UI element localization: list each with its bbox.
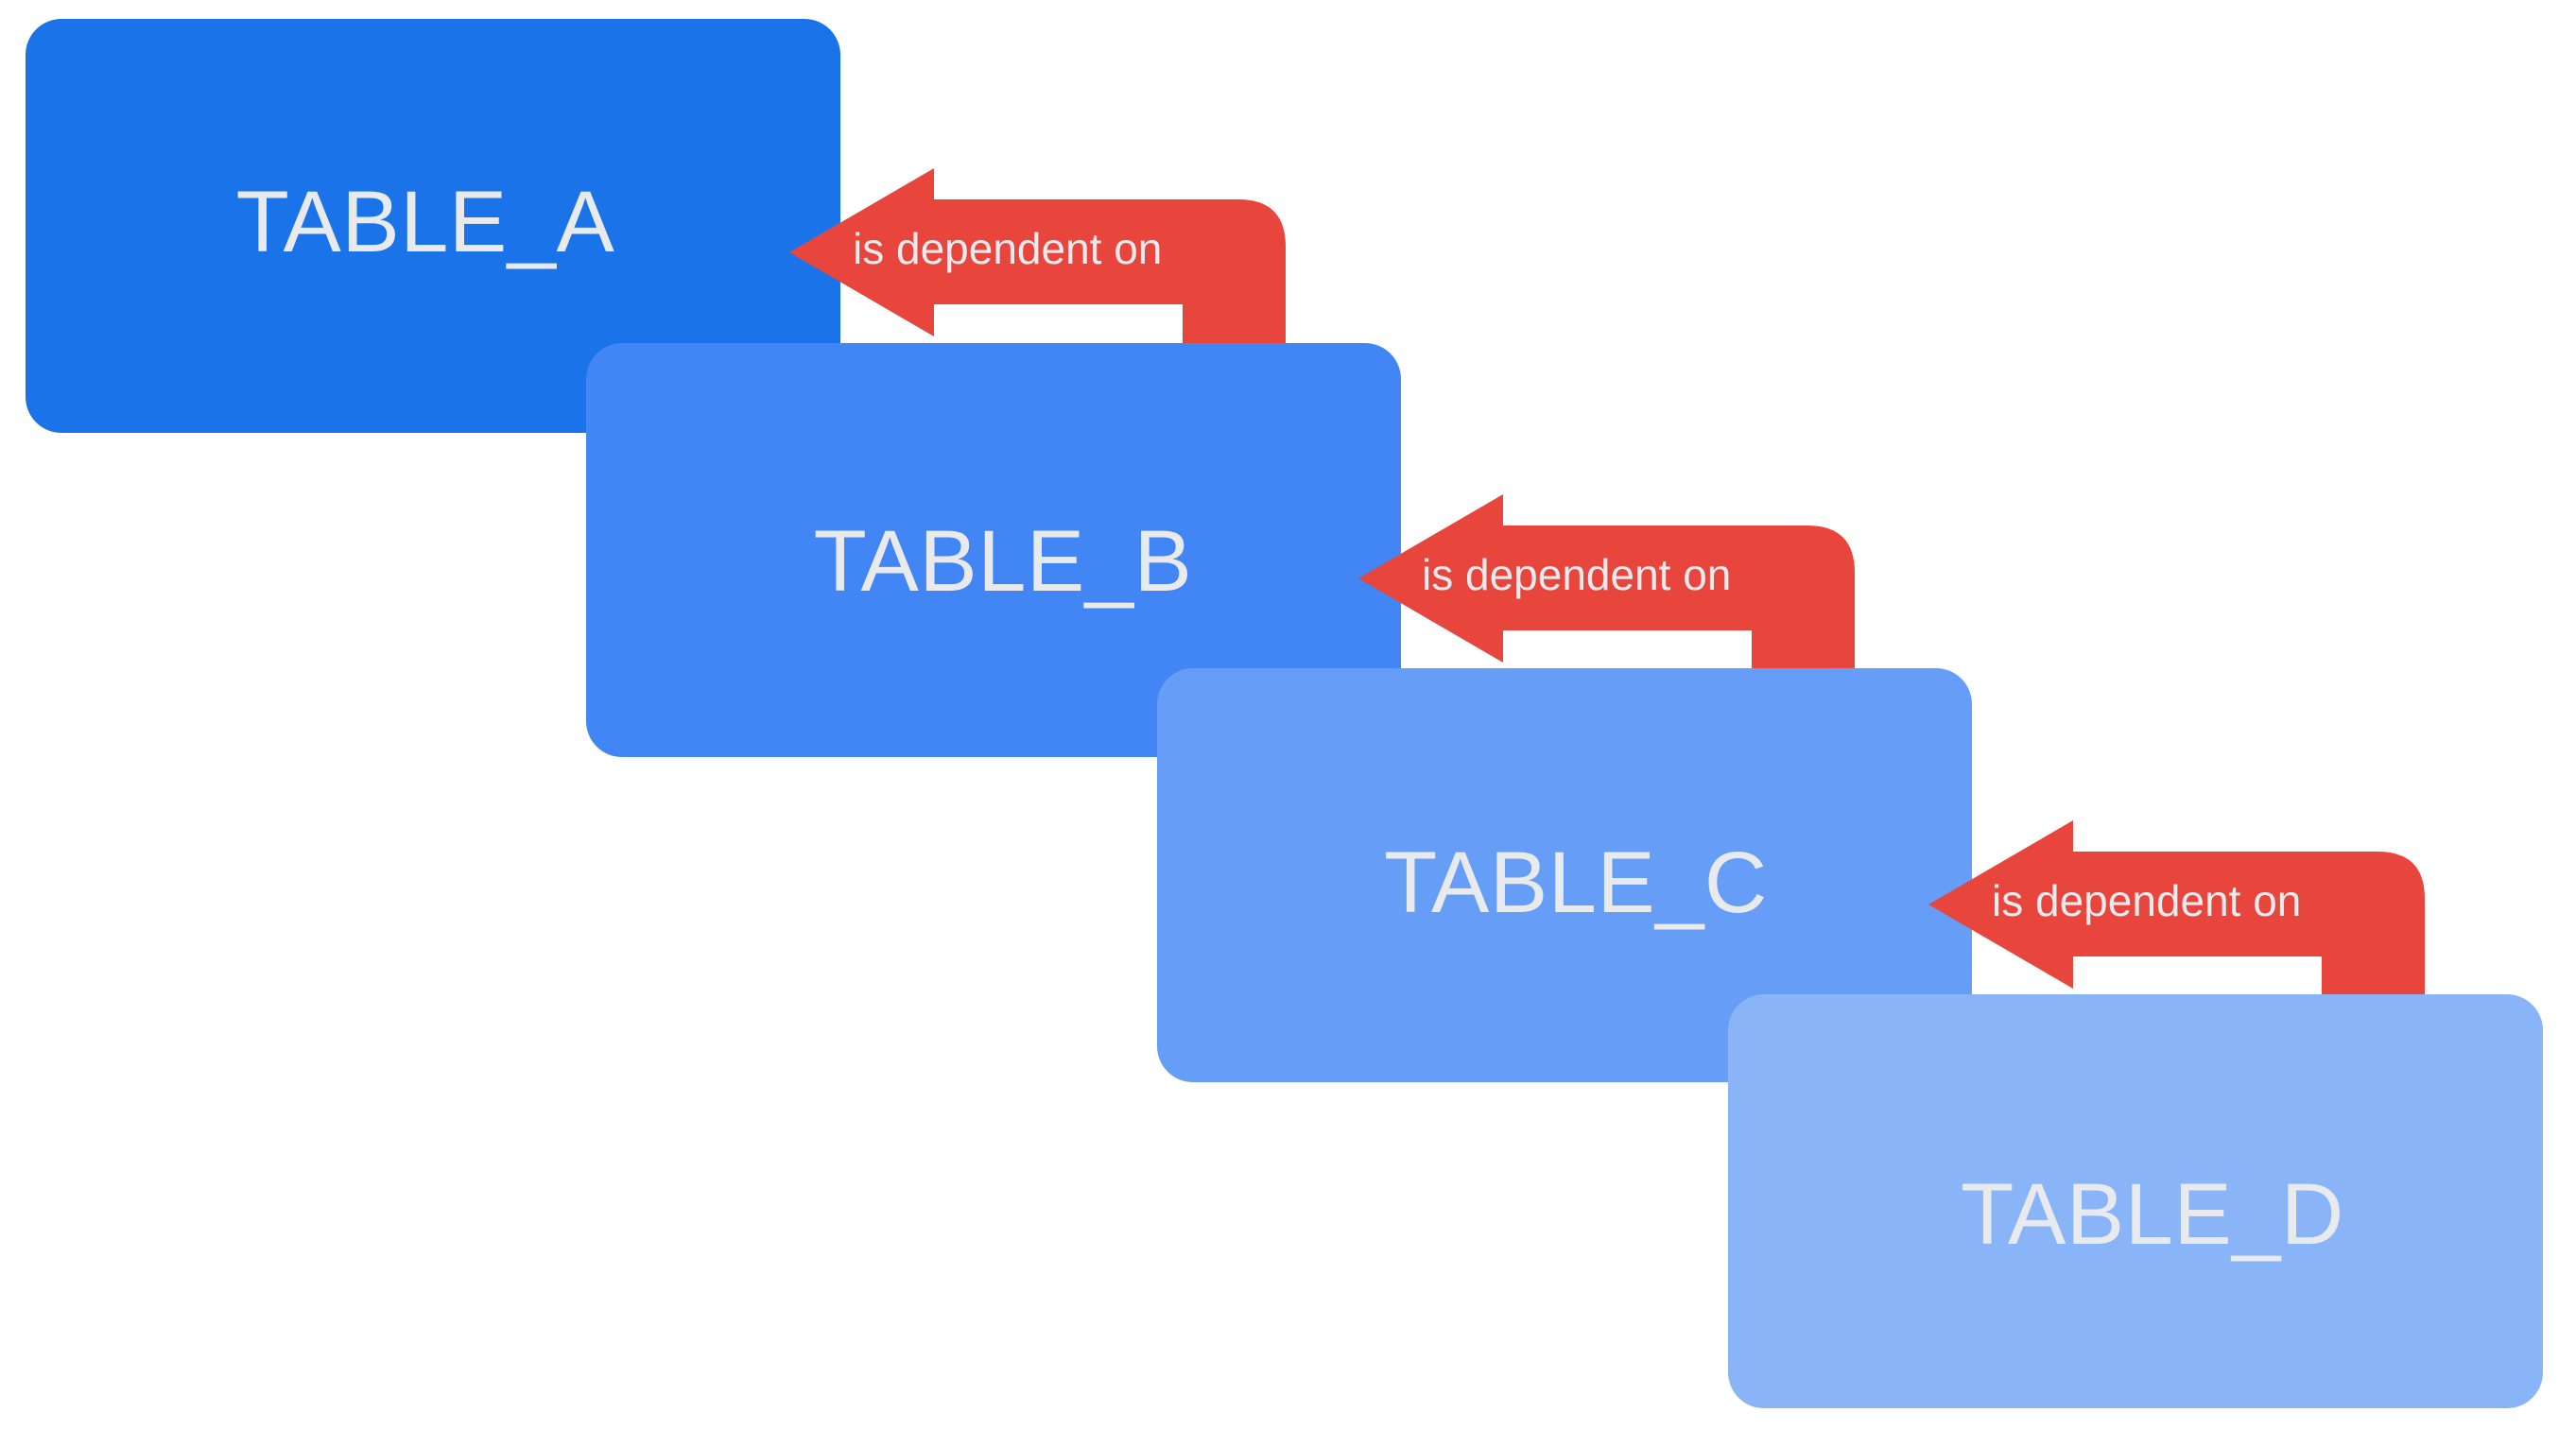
edge-arrow-shape-d-c	[1928, 820, 2425, 1002]
arrow-path	[789, 168, 1286, 350]
arrow-path	[1928, 820, 2425, 1002]
node-label-table-d: TABLE_D	[1961, 1166, 2344, 1263]
node-label-table-b: TABLE_B	[813, 513, 1193, 610]
node-table-a[interactable]: TABLE_A	[26, 19, 840, 433]
arrow-path	[1358, 494, 1855, 676]
edge-label-c-b: is dependent on	[1422, 550, 1732, 599]
edge-arrow-shape-c-b	[1358, 494, 1855, 676]
node-label-table-c: TABLE_C	[1384, 835, 1768, 931]
edge-table-c-depends-on-table-b: is dependent on	[1358, 494, 1855, 676]
node-label-table-a: TABLE_A	[235, 174, 615, 270]
edge-label-b-a: is dependent on	[853, 224, 1163, 273]
edge-table-d-depends-on-table-c: is dependent on	[1928, 820, 2425, 1002]
node-table-d[interactable]: TABLE_D	[1728, 994, 2543, 1408]
edge-label-d-c: is dependent on	[1992, 876, 2302, 925]
edge-arrow-shape-b-a	[789, 168, 1286, 350]
edge-table-b-depends-on-table-a: is dependent on	[789, 168, 1286, 350]
